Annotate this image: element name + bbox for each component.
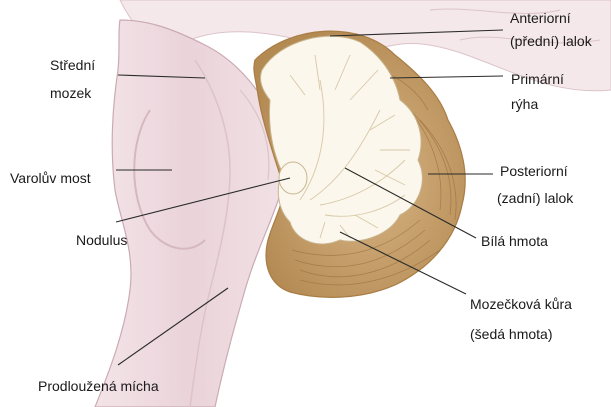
label-anteriorni-lalok-line1: Anteriorní	[510, 10, 571, 27]
label-bila-hmota: Bílá hmota	[481, 233, 548, 250]
label-nodulus: Nodulus	[76, 232, 127, 249]
label-primarni-ryha-line1: Primární	[511, 71, 564, 88]
label-primarni-ryha-line2: rýha	[511, 96, 538, 113]
label-mozeckova-kura-line2: (šedá hmota)	[470, 326, 552, 343]
label-stredni-mozek-line2: mozek	[50, 85, 91, 102]
label-posteriorni-lalok-line2: (zadní) lalok	[497, 190, 573, 207]
label-stredni-mozek-line1: Střední	[50, 57, 95, 74]
label-prodlouzena-micha: Prodloužená mícha	[38, 378, 159, 395]
label-posteriorni-lalok-line1: Posteriorní	[500, 163, 568, 180]
label-mozeckova-kura-line1: Mozečková kůra	[470, 296, 572, 313]
label-varoluv-most: Varolův most	[10, 170, 91, 187]
label-anteriorni-lalok-line2: (přední) lalok	[510, 33, 592, 50]
